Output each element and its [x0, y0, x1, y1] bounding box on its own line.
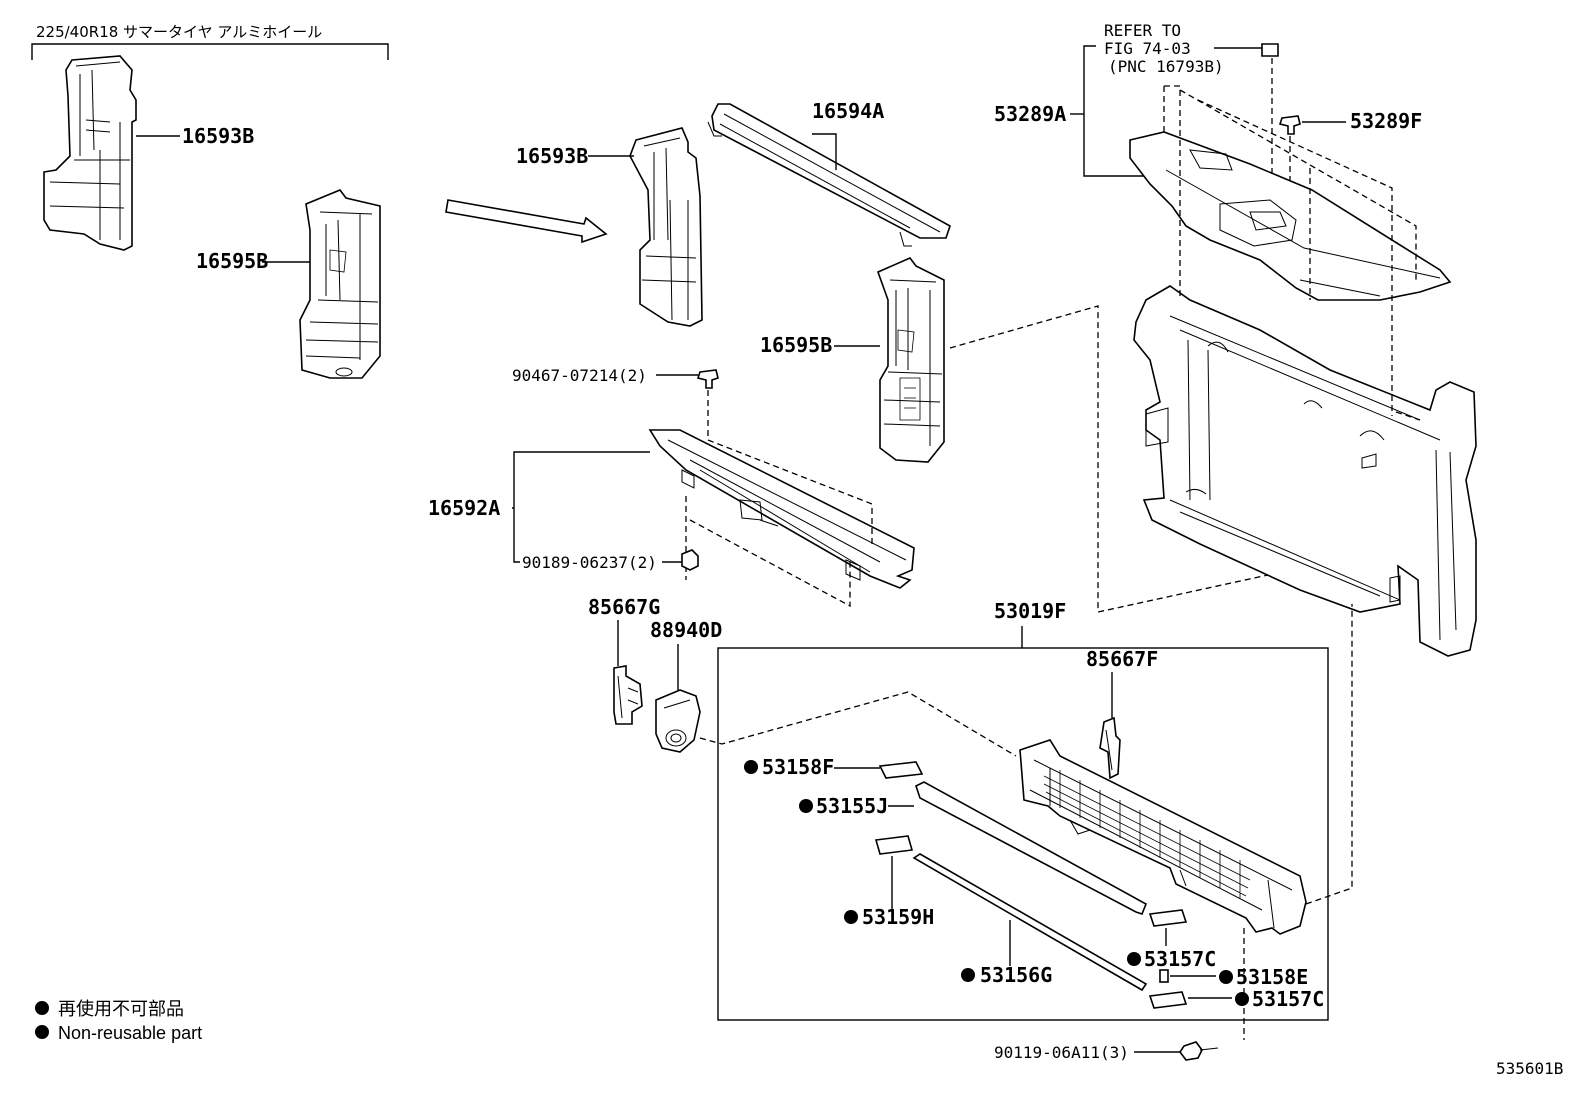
- label-16593b-left[interactable]: 16593B: [182, 124, 254, 148]
- box-53019f: [717, 647, 1329, 1021]
- part-53158f[interactable]: [878, 761, 924, 779]
- part-grille-reinforcement[interactable]: [1019, 739, 1307, 935]
- non-reusable-marker-icon: [961, 968, 975, 982]
- part-53155j[interactable]: [915, 781, 1148, 915]
- label-90467[interactable]: 90467-07214(2): [512, 366, 647, 385]
- label-53156g[interactable]: 53156G: [980, 963, 1052, 987]
- label-53158e[interactable]: 53158E: [1236, 965, 1308, 989]
- non-reusable-marker-icon: [1219, 970, 1233, 984]
- part-53157c-2[interactable]: [1148, 991, 1188, 1009]
- non-reusable-marker-icon: [799, 799, 813, 813]
- label-90119[interactable]: 90119-06A11(3): [994, 1043, 1129, 1062]
- label-85667g[interactable]: 85667G: [588, 595, 660, 619]
- diagram-id: 535601B: [1496, 1059, 1563, 1078]
- label-53155j[interactable]: 53155J: [816, 794, 888, 818]
- legend-marker-icon: [35, 1001, 49, 1015]
- non-reusable-marker-icon: [744, 760, 758, 774]
- label-53019f[interactable]: 53019F: [994, 599, 1066, 623]
- non-reusable-marker-icon: [844, 910, 858, 924]
- part-53158e[interactable]: [1159, 969, 1169, 983]
- part-90467-clip[interactable]: [696, 369, 719, 389]
- header-bracket: [31, 43, 389, 60]
- part-53289f-clip[interactable]: [1278, 115, 1301, 135]
- part-90189-clip[interactable]: [681, 549, 699, 571]
- direction-arrow-icon: [445, 199, 608, 244]
- non-reusable-marker-icon: [1127, 952, 1141, 966]
- label-16592a[interactable]: 16592A: [428, 496, 500, 520]
- label-88940d[interactable]: 88940D: [650, 618, 722, 642]
- label-90189[interactable]: 90189-06237(2): [522, 553, 657, 572]
- part-16592a[interactable]: [648, 429, 915, 589]
- label-16595b-mid[interactable]: 16595B: [760, 333, 832, 357]
- part-16595b-mid[interactable]: [876, 257, 945, 463]
- refer-line2: FIG 74-03: [1104, 39, 1191, 58]
- non-reusable-marker-icon: [1235, 992, 1249, 1006]
- part-90119-bolt[interactable]: [1179, 1041, 1219, 1061]
- part-85667g[interactable]: [613, 665, 643, 725]
- label-16593b-mid[interactable]: 16593B: [516, 144, 588, 168]
- refer-flag-icon: [1261, 43, 1279, 57]
- part-radiator-support[interactable]: [1129, 131, 1477, 657]
- label-16595b-left[interactable]: 16595B: [196, 249, 268, 273]
- label-53157c-1[interactable]: 53157C: [1144, 947, 1216, 971]
- part-53156g[interactable]: [912, 853, 1148, 992]
- part-53157c-1[interactable]: [1148, 909, 1188, 927]
- part-88940d[interactable]: [655, 689, 701, 753]
- dash-link-16595b: [949, 305, 1393, 613]
- label-53158f[interactable]: 53158F: [762, 755, 834, 779]
- label-85667f[interactable]: 85667F: [1086, 647, 1158, 671]
- label-53289a[interactable]: 53289A: [994, 102, 1066, 126]
- legend-en: Non-reusable part: [58, 1023, 202, 1043]
- label-53289f[interactable]: 53289F: [1350, 109, 1422, 133]
- leader-16592a: [512, 451, 650, 563]
- leader-53289a: [1083, 45, 1160, 177]
- refer-line1: REFER TO: [1104, 21, 1181, 40]
- part-16594a[interactable]: [707, 103, 951, 247]
- header-note: 225/40R18 サマータイヤ アルミホイール: [36, 23, 322, 41]
- part-16593b-left[interactable]: [43, 55, 137, 251]
- dash-88940d: [699, 691, 1017, 757]
- dash-grille: [1305, 604, 1353, 905]
- refer-line3: (PNC 16793B): [1108, 57, 1224, 76]
- part-16595b-left[interactable]: [299, 189, 381, 379]
- part-85667f[interactable]: [1099, 716, 1121, 780]
- label-16594a[interactable]: 16594A: [812, 99, 884, 123]
- legend-marker-icon: [35, 1025, 49, 1039]
- label-53157c-2[interactable]: 53157C: [1252, 987, 1324, 1011]
- part-53159h[interactable]: [874, 835, 914, 855]
- dash-frame: [1163, 85, 1421, 421]
- part-16593b-mid[interactable]: [629, 127, 703, 327]
- leader-16594a: [812, 133, 837, 170]
- label-53159h[interactable]: 53159H: [862, 905, 934, 929]
- legend-jp: 再使用不可部品: [58, 999, 184, 1019]
